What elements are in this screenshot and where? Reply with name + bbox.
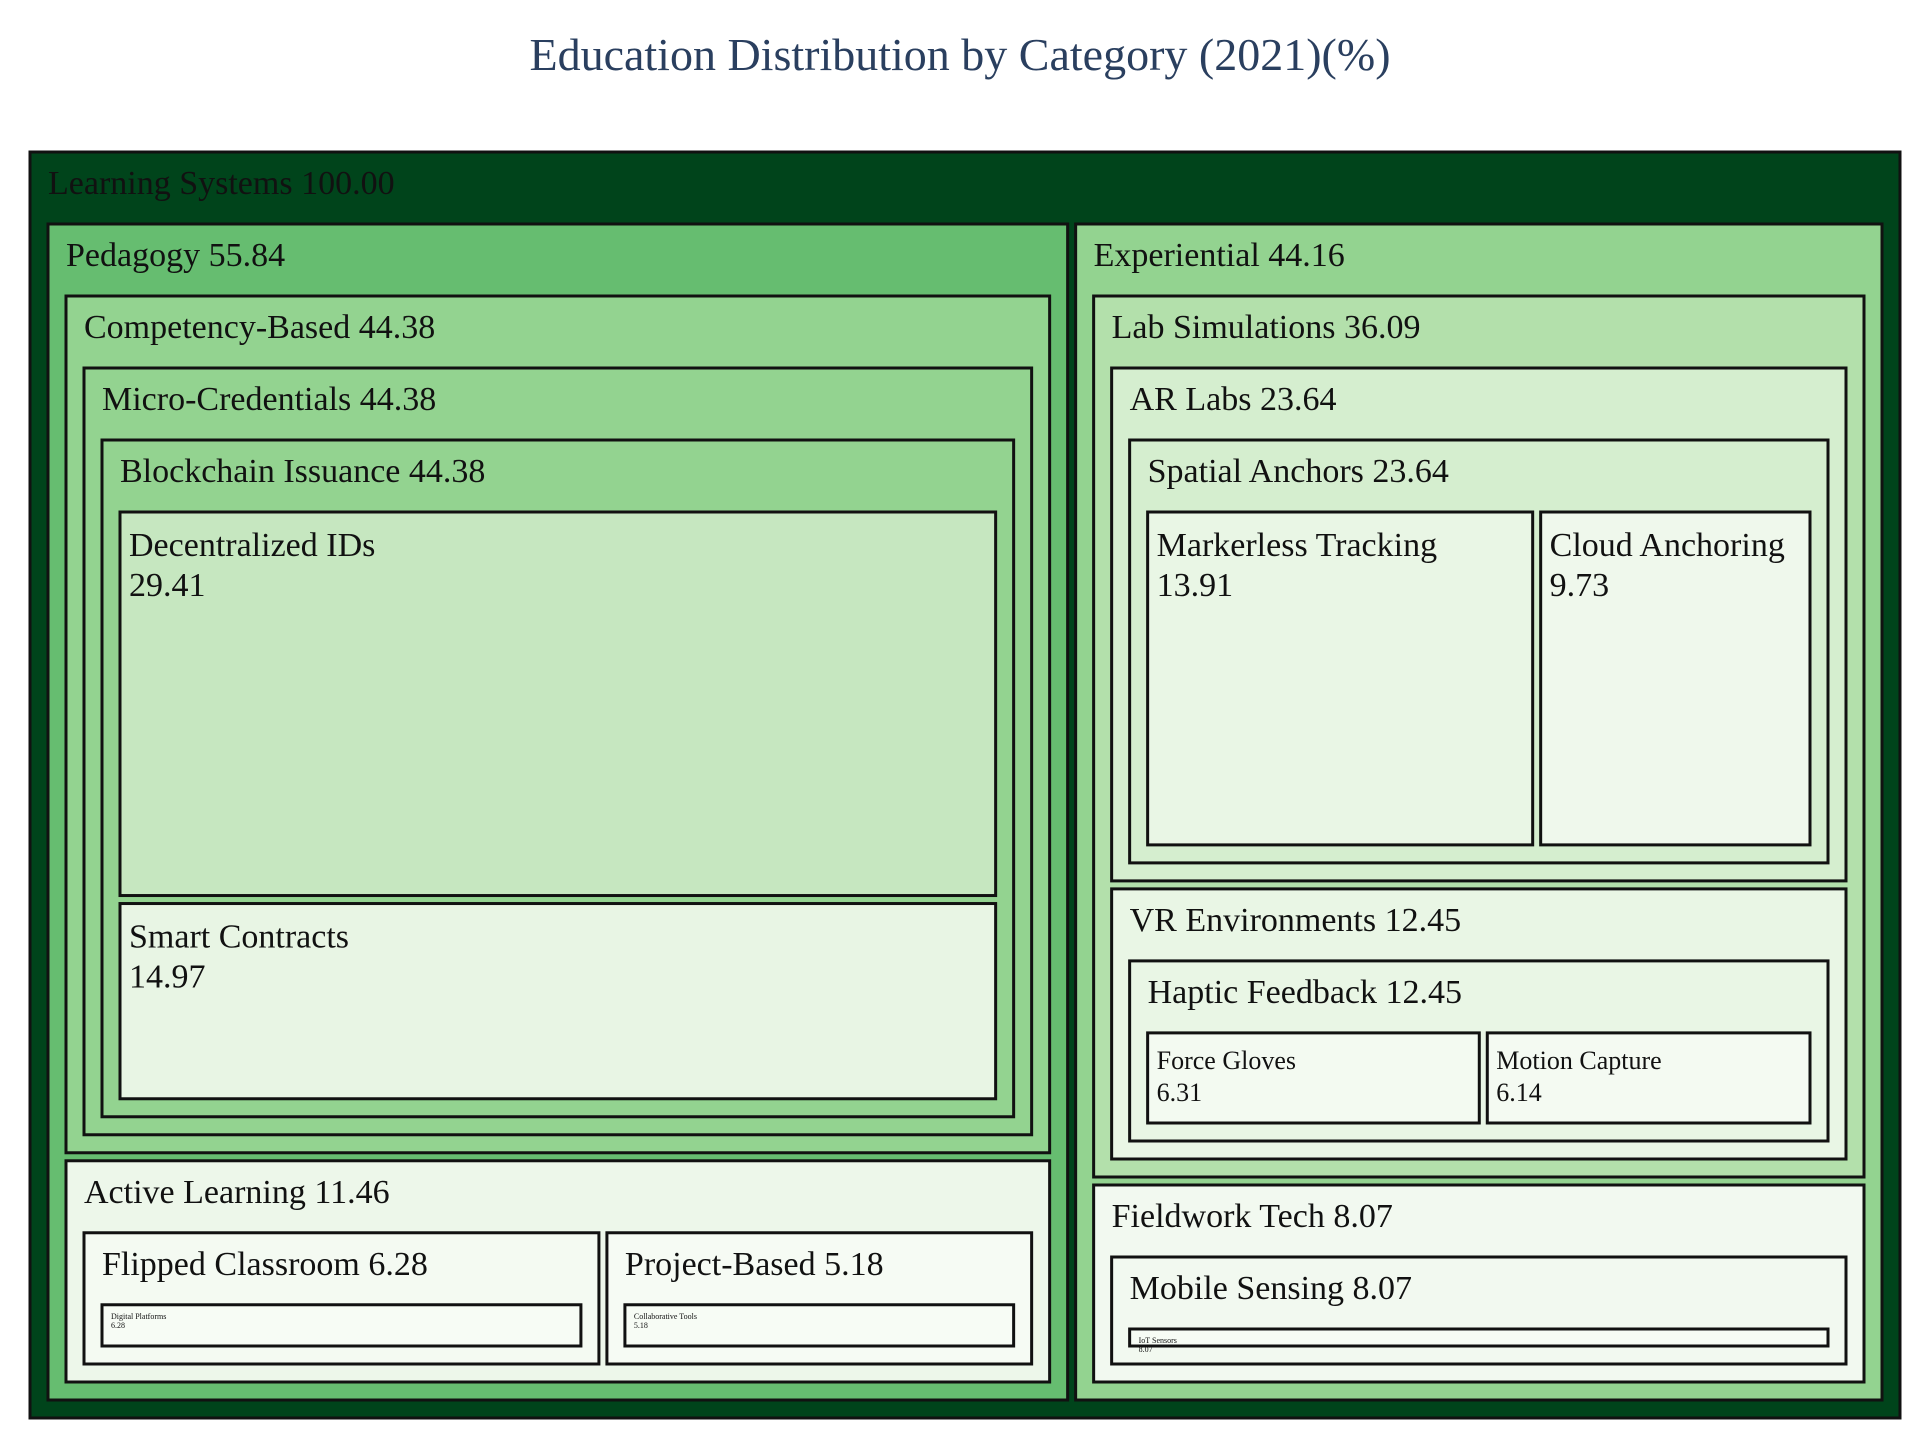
treemap-label-experiential: Experiential 44.16: [1094, 237, 1345, 274]
treemap-value-collaborative-tools: 5.18: [634, 1321, 648, 1330]
treemap-label-learning-systems: Learning Systems 100.00: [48, 165, 395, 202]
treemap-rect-markerless-tracking: [1146, 510, 1535, 847]
treemap-label-iot-sensors: IoT Sensors: [1139, 1336, 1177, 1345]
treemap-label-markerless-tracking: Markerless Tracking: [1157, 527, 1437, 564]
treemap-label-spatial-anchors: Spatial Anchors 23.64: [1148, 453, 1449, 490]
treemap-node-smart-contracts[interactable]: [118, 902, 998, 1101]
treemap-node-force-gloves[interactable]: [1146, 1031, 1481, 1125]
treemap-label-mobile-sensing: Mobile Sensing 8.07: [1130, 1270, 1412, 1307]
treemap-node-digital-platforms[interactable]: [100, 1303, 583, 1348]
treemap-value-decentralized-ids: 29.41: [129, 567, 206, 604]
treemap-label-micro-credentials: Micro-Credentials 44.38: [102, 381, 436, 418]
treemap-label-ar-labs: AR Labs 23.64: [1130, 381, 1337, 418]
treemap-rect-iot-sensors: [1128, 1327, 1830, 1348]
treemap-label-active-learning: Active Learning 11.46: [84, 1174, 390, 1211]
treemap-node-decentralized-ids[interactable]: [118, 510, 998, 898]
treemap-node-markerless-tracking[interactable]: [1146, 510, 1535, 847]
treemap-rect-collaborative-tools: [623, 1303, 1016, 1348]
treemap-label-competency-based: Competency-Based 44.38: [84, 309, 435, 346]
treemap-label-fieldwork-tech: Fieldwork Tech 8.07: [1112, 1198, 1393, 1235]
treemap-label-motion-capture: Motion Capture: [1496, 1046, 1661, 1075]
treemap-node-motion-capture[interactable]: [1485, 1031, 1812, 1125]
treemap-rect-cloud-anchoring: [1539, 510, 1812, 847]
treemap-rect-force-gloves: [1146, 1031, 1481, 1125]
treemap-label-digital-platforms: Digital Platforms: [111, 1312, 166, 1321]
treemap-value-markerless-tracking: 13.91: [1157, 567, 1234, 604]
treemap-label-lab-simulations: Lab Simulations 36.09: [1112, 309, 1421, 346]
treemap-label-project-based: Project-Based 5.18: [625, 1246, 884, 1283]
treemap-value-motion-capture: 6.14: [1496, 1078, 1542, 1107]
treemap-rect-decentralized-ids: [118, 510, 998, 898]
treemap-label-force-gloves: Force Gloves: [1157, 1046, 1296, 1075]
treemap-rect-smart-contracts: [118, 902, 998, 1101]
treemap-label-smart-contracts: Smart Contracts: [129, 919, 349, 956]
chart-title: Education Distribution by Category (2021…: [529, 29, 1391, 80]
treemap-node-cloud-anchoring[interactable]: [1539, 510, 1812, 847]
treemap-label-decentralized-ids: Decentralized IDs: [129, 527, 375, 564]
treemap-label-vr-environments: VR Environments 12.45: [1130, 902, 1461, 939]
treemap-rect-digital-platforms: [100, 1303, 583, 1348]
treemap-value-iot-sensors: 8.07: [1139, 1345, 1153, 1354]
treemap-label-collaborative-tools: Collaborative Tools: [634, 1312, 697, 1321]
treemap-value-smart-contracts: 14.97: [129, 959, 206, 996]
treemap-value-digital-platforms: 6.28: [111, 1321, 125, 1330]
treemap-label-blockchain-issuance: Blockchain Issuance 44.38: [120, 453, 485, 490]
treemap-label-haptic-feedback: Haptic Feedback 12.45: [1148, 974, 1462, 1011]
treemap-label-pedagogy: Pedagogy 55.84: [66, 237, 285, 274]
treemap-value-force-gloves: 6.31: [1157, 1078, 1203, 1107]
treemap-label-flipped-classroom: Flipped Classroom 6.28: [102, 1246, 428, 1283]
treemap-node-iot-sensors[interactable]: [1128, 1327, 1830, 1348]
treemap-label-cloud-anchoring: Cloud Anchoring: [1550, 527, 1785, 564]
treemap-node-collaborative-tools[interactable]: [623, 1303, 1016, 1348]
treemap-value-cloud-anchoring: 9.73: [1550, 567, 1610, 604]
treemap-rect-motion-capture: [1485, 1031, 1812, 1125]
